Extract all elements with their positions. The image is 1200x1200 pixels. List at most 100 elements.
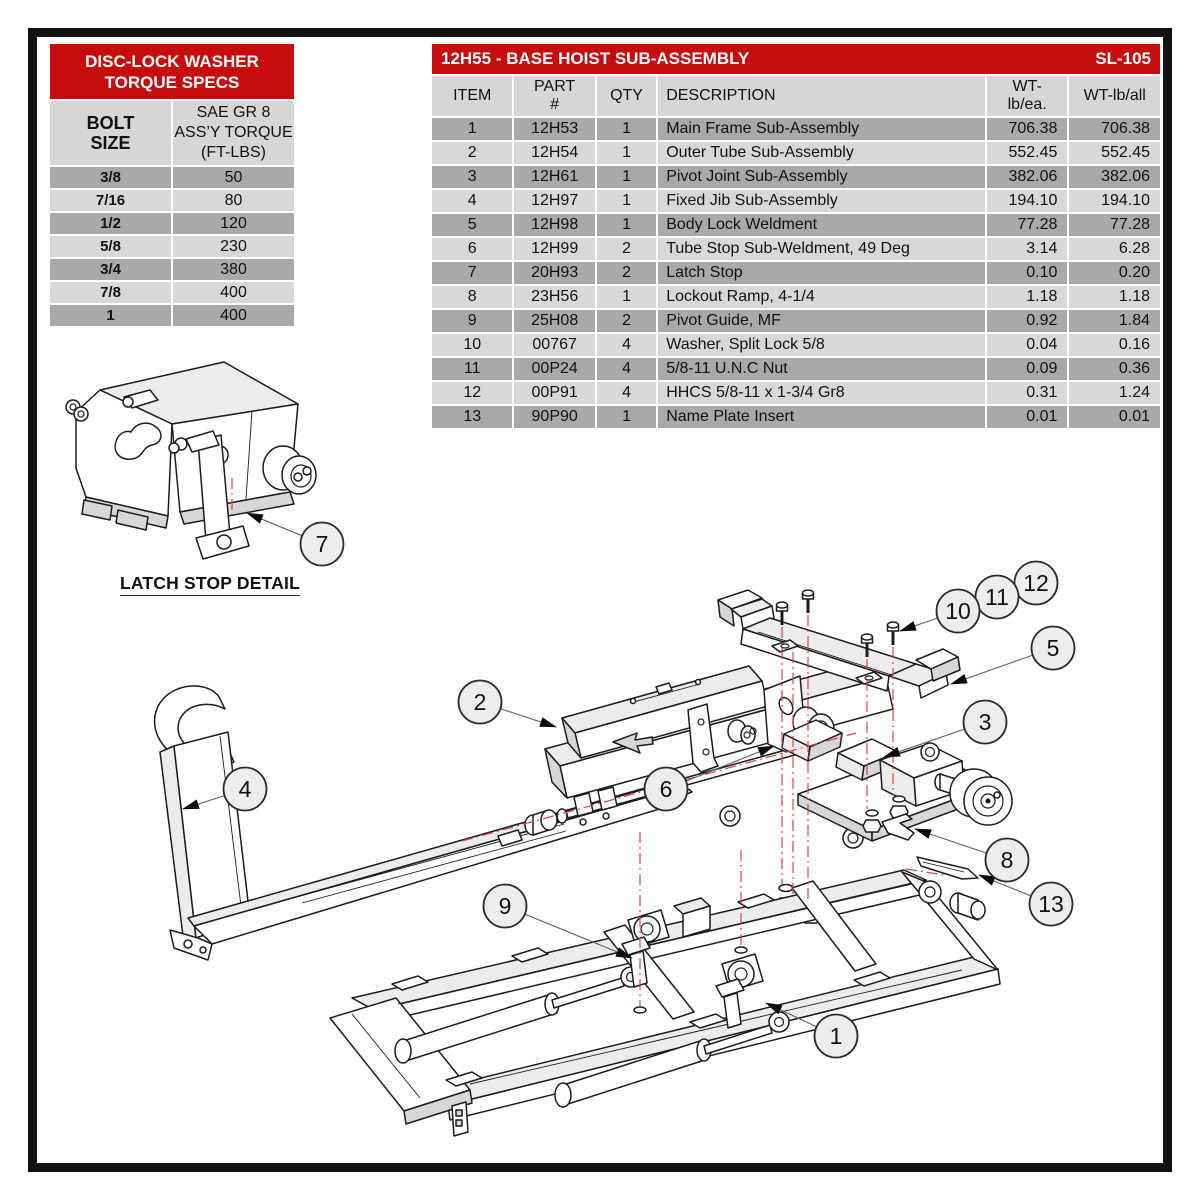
cell-description: Latch Stop [658, 262, 985, 284]
cell-qty: 1 [596, 214, 657, 236]
cell-qty: 4 [596, 334, 657, 356]
body-lock-item5 [717, 589, 961, 699]
name-plate-item13 [916, 856, 979, 880]
cell-bolt-size: 7/8 [50, 282, 171, 303]
cell-item: 12 [432, 382, 513, 404]
callout-number-9: 9 [499, 893, 512, 919]
cell-wt-all: 1.18 [1069, 286, 1160, 308]
cell-item: 5 [432, 214, 513, 236]
cell-part: 12H61 [514, 166, 595, 188]
cell-wt-all: 6.28 [1069, 238, 1160, 260]
cell-wt-each: 0.09 [986, 358, 1068, 380]
cell-part: 20H93 [514, 262, 595, 284]
callout-number-8: 8 [1001, 847, 1014, 873]
cell-wt-all: 1.84 [1069, 310, 1160, 332]
callout-balloon-9: 9 [482, 883, 528, 929]
cell-description: Lockout Ramp, 4-1/4 [658, 286, 985, 308]
cell-wt-all: 1.24 [1069, 382, 1160, 404]
cell-torque: 80 [173, 190, 294, 211]
cell-part: 00767 [514, 334, 595, 356]
callout-number-12: 12 [1023, 570, 1049, 596]
callout-balloon-4: 4 [222, 766, 268, 812]
col-header-qty: QTY [596, 76, 657, 116]
cell-wt-each: 0.10 [986, 262, 1068, 284]
callout-circle-2 [457, 679, 503, 725]
cell-qty: 2 [596, 310, 657, 332]
outer-tube-item2 [544, 659, 894, 826]
cell-torque: 400 [173, 305, 294, 326]
cell-wt-each: 382.06 [986, 166, 1068, 188]
col-header-wt-each: WT-lb/ea. [986, 76, 1068, 116]
cell-wt-all: 0.36 [1069, 358, 1160, 380]
table-row: 12H55 - BASE HOIST SUB-ASSEMBLY SL-105 [432, 44, 1160, 74]
cell-wt-all: 706.38 [1069, 118, 1160, 140]
latch-stop-detail-drawing [65, 361, 317, 560]
cell-wt-all: 0.16 [1069, 334, 1160, 356]
callout-number-10: 10 [945, 598, 971, 624]
bolt [886, 621, 900, 645]
cell-description: Outer Tube Sub-Assembly [658, 142, 985, 164]
callout-number-5: 5 [1047, 635, 1060, 661]
parts-list-table: 12H55 - BASE HOIST SUB-ASSEMBLY SL-105 I… [430, 42, 1162, 430]
cell-item: 13 [432, 406, 513, 428]
callout-balloon-10: 10 [935, 588, 981, 634]
callout-balloon-2: 2 [457, 679, 503, 725]
cell-wt-all: 0.01 [1069, 406, 1160, 428]
callout-number-1: 1 [830, 1023, 843, 1049]
cell-bolt-size: 3/8 [50, 167, 171, 188]
cell-part: 12H54 [514, 142, 595, 164]
cell-wt-each: 552.45 [986, 142, 1068, 164]
callout-circle-4 [222, 766, 268, 812]
cell-item: 11 [432, 358, 513, 380]
cell-wt-each: 0.01 [986, 406, 1068, 428]
parts-table-title: 12H55 - BASE HOIST SUB-ASSEMBLY [441, 49, 750, 68]
cell-qty: 4 [596, 382, 657, 404]
main-frame-item1 [329, 869, 1001, 1137]
cell-qty: 2 [596, 238, 657, 260]
cell-wt-all: 382.06 [1069, 166, 1160, 188]
cell-torque: 380 [173, 259, 294, 280]
cell-bolt-size: 1/2 [50, 213, 171, 234]
cell-wt-all: 194.10 [1069, 190, 1160, 212]
cell-part: 12H53 [514, 118, 595, 140]
cell-qty: 1 [596, 142, 657, 164]
sheet-code: SL-105 [1095, 49, 1151, 68]
cell-qty: 1 [596, 286, 657, 308]
cell-part: 00P24 [514, 358, 595, 380]
cell-wt-each: 194.10 [986, 190, 1068, 212]
bolt [860, 633, 874, 657]
callout-circle-3 [962, 699, 1008, 745]
callout-balloon-1: 1 [813, 1013, 859, 1059]
callout-balloon-6: 6 [643, 766, 689, 812]
cell-part: 12H98 [514, 214, 595, 236]
cell-description: Tube Stop Sub-Weldment, 49 Deg [658, 238, 985, 260]
callout-balloon-12: 12 [1013, 560, 1059, 606]
callout-circle-5 [1030, 625, 1076, 671]
cell-qty: 2 [596, 262, 657, 284]
cell-torque: 400 [173, 282, 294, 303]
cell-part: 00P91 [514, 382, 595, 404]
callout-balloon-11: 11 [974, 574, 1020, 620]
cell-wt-each: 0.04 [986, 334, 1068, 356]
